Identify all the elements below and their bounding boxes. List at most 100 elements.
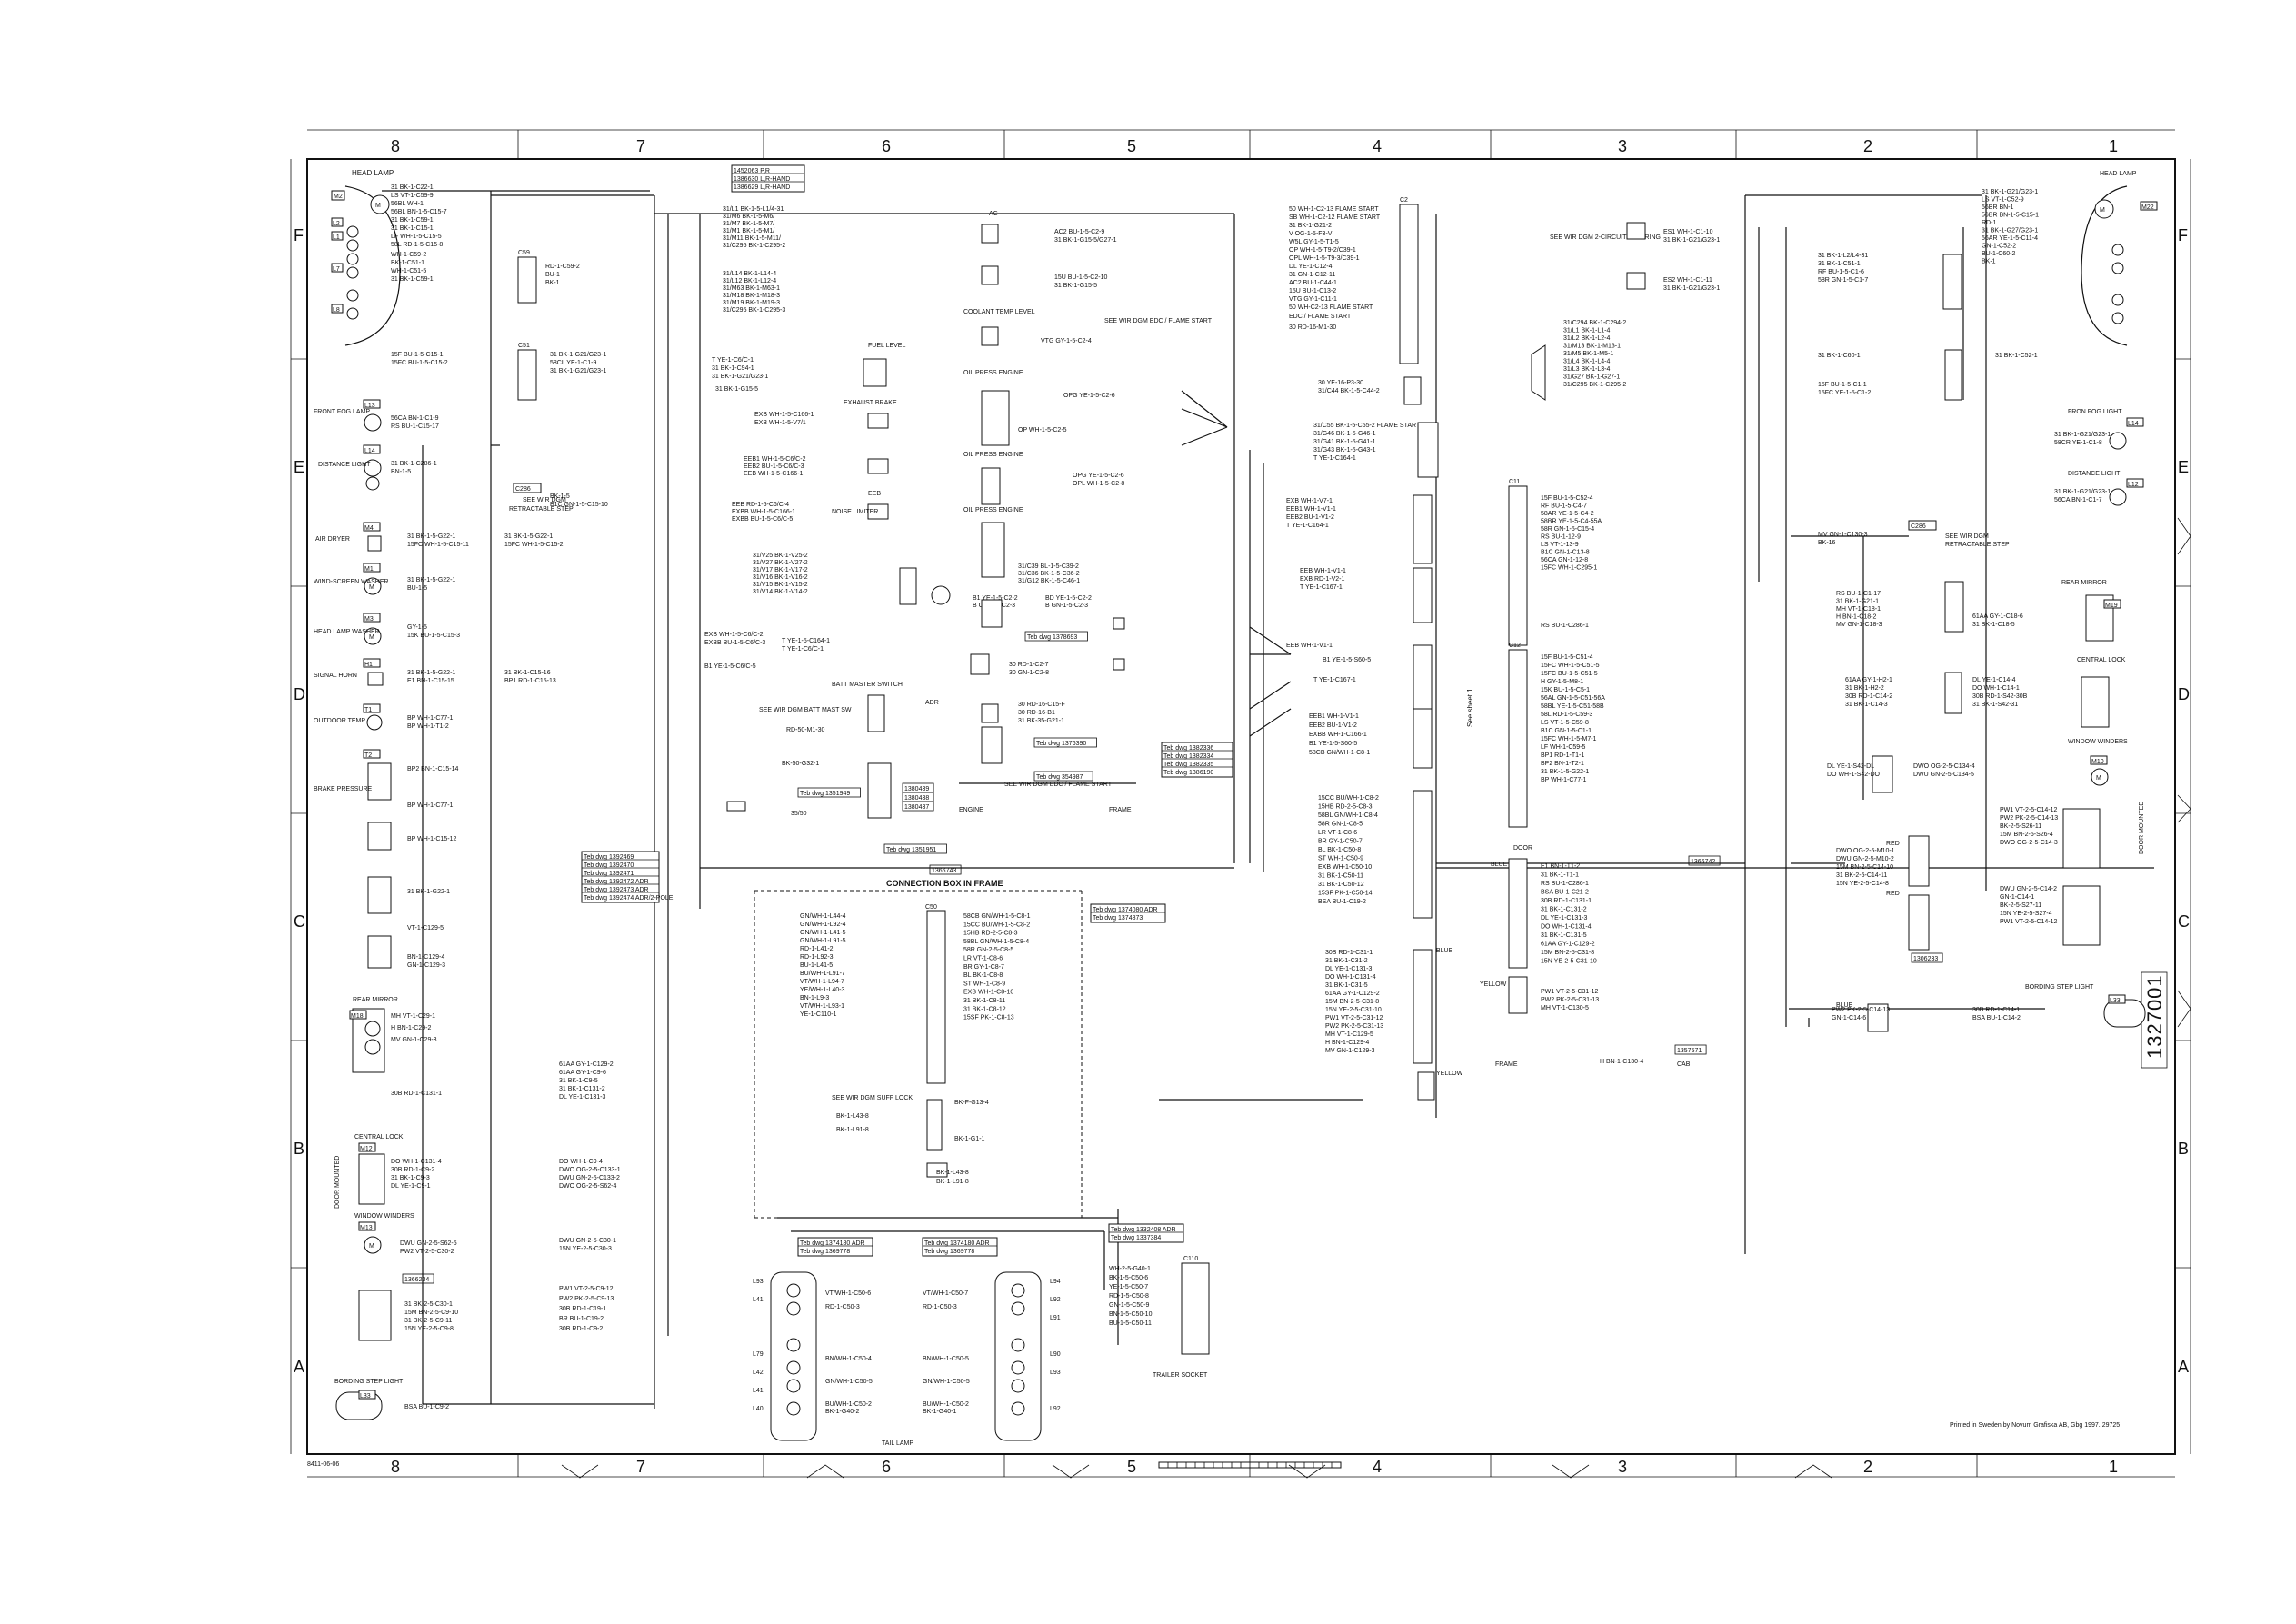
svg-text:L13: L13 (364, 403, 375, 409)
wire-label: 56BL BN-1-5-C15-7 (391, 209, 447, 215)
svg-text:REAR MIRROR: REAR MIRROR (353, 997, 398, 1003)
wire-label: RD-1-C50-3 (825, 1304, 860, 1310)
wire-label: B1C GN-1-5-C1-1 (1541, 728, 1592, 734)
tail-wire-labels: VT/WH-1-C50-6RD-1-C50-3BN/WH-1-C50-4GN/W… (825, 1290, 970, 1415)
wire-label: 31 BK-2-5-C14-11 (1836, 872, 1887, 879)
wire-label: 31/M63 BK-1-M63-1 (723, 285, 780, 292)
ref-number: Teb dwg 1351951 (886, 847, 936, 853)
wire-label: OP WH-1-5-T9-2/C39-1 (1289, 247, 1356, 254)
svg-text:L33: L33 (2110, 998, 2121, 1004)
wire-label: PW2 PK-2-5-C9-13 (559, 1296, 614, 1302)
wire-label: 31/V25 BK-1-V25-2 (753, 553, 808, 559)
svg-text:OIL PRESS ENGINE: OIL PRESS ENGINE (963, 370, 1023, 376)
zone-col-8: 8 (391, 137, 400, 155)
wire-label: 31/L12 BK-1-L12-4 (723, 278, 776, 284)
wire-label: DL YE-1-C131-3 (1325, 966, 1372, 972)
wire-label: GN-1-C129-3 (407, 962, 445, 969)
wire-label: 30 RD-16-C15-F (1018, 702, 1065, 708)
svg-text:FUEL LEVEL: FUEL LEVEL (868, 343, 905, 349)
wire-label: 31 BK-1-G21/G23-1 (712, 374, 768, 380)
wire-label: 31/M1 BK-1-5-M1/ (723, 228, 774, 234)
ref-entry: Teb dwg 1374180 ADR (924, 1240, 990, 1247)
wire-label: 31 BK-1-G21/G23-1 (1982, 189, 2038, 195)
wire-label: BU/WH-1-C50-2 (923, 1401, 969, 1408)
wire-label: GN/WH-1-L44-4 (800, 913, 846, 920)
wire-label: DWU GN-2-5-C134-5 (1913, 772, 1974, 778)
wire-label: RD-50-M1-30 (786, 727, 825, 733)
wire-label: 31/G41 BK-1-5-G41-1 (1313, 439, 1376, 445)
wire-label: MH VT-1-C129-5 (1325, 1031, 1373, 1038)
svg-text:M13: M13 (360, 1225, 373, 1231)
svg-text:C2: C2 (1400, 197, 1408, 204)
wire-label: 56CA BN-1-C1-9 (391, 415, 439, 422)
wire-label: 15U BU-1-C13-2 (1289, 288, 1336, 294)
wire-label: LS VT-1-5-C59-8 (1541, 720, 1589, 726)
wire-label: 31/M6 BK-1-5-M6/ (723, 214, 774, 220)
wire-label: GN-1-5-C50-9 (1109, 1302, 1149, 1309)
svg-text:BORDING STEP LIGHT: BORDING STEP LIGHT (334, 1379, 404, 1385)
svg-text:L33: L33 (360, 1393, 371, 1400)
svg-text:OIL PRESS ENGINE: OIL PRESS ENGINE (963, 507, 1023, 513)
wire-label: BU-1-C60-2 (1982, 251, 2015, 257)
wire-label: 35/50 (791, 811, 807, 817)
svg-text:M: M (375, 203, 381, 209)
wire-label: RF BU-1-5-C4-7 (1541, 503, 1587, 510)
svg-text:BATT MASTER SWITCH: BATT MASTER SWITCH (832, 682, 903, 688)
wire-label: 31 BK-1-C94-1 (712, 365, 754, 372)
wire-label: BK-1-5-C50-6 (1109, 1275, 1148, 1281)
wire-label: 31/L3 BK-1-L3-4 (1563, 366, 1610, 373)
wire-label: BU/WH-1-C50-2 (825, 1401, 872, 1408)
wire-label: DWO OG-2-5-C133-1 (559, 1167, 621, 1173)
wire-label: MV GN-1-C130-3 (1818, 532, 1868, 538)
svg-text:BORDING STEP LIGHT: BORDING STEP LIGHT (2025, 984, 2094, 991)
ref-entry: Teb dwg 1332408 ADR (1111, 1227, 1176, 1233)
wire-label: 31/C44 BK-1-5-C44-2 (1318, 388, 1380, 394)
svg-text:RED: RED (1886, 891, 1900, 897)
wire-label: 30B RD-1-C9-2 (391, 1167, 434, 1173)
trailer-wire-labels: WH-2-5-G40-1BK-1-5-C50-6YE-1-5-C50-7RD-1… (1109, 1266, 1153, 1327)
zone-row-C: C (294, 912, 305, 931)
wire-label: LR VT-1-C8-6 (963, 956, 1003, 962)
wire-label: GN/WH-1-C50-5 (825, 1379, 873, 1385)
wire-label: B1 YE-1-5-S60-5 (1323, 657, 1371, 663)
wire-label: 30B RD-1-C9-2 (559, 1326, 603, 1332)
wire-label: 15FC WH-1-C295-1 (1541, 565, 1597, 572)
zone-col-1-bottom: 1 (2109, 1458, 2118, 1476)
wire-label: 58BR YE-1-5-C4-55A (1541, 519, 1602, 525)
svg-text:AC: AC (989, 211, 998, 217)
svg-text:FRONT FOG LAMP: FRONT FOG LAMP (314, 409, 370, 415)
wire-label: BR GY-1-C50-7 (1318, 839, 1363, 845)
wire-label: 31/G27 BK-1-G27-1 (1563, 374, 1620, 381)
wire-label: BSA BU-1-C14-2 (1972, 1015, 2021, 1021)
wire-label: BSA BU-1-C21-2 (1541, 890, 1589, 896)
wire-label: 31 BK-1-G21/G23-1 (550, 368, 606, 374)
wire-label: BP WH-1-C77-1 (407, 715, 454, 722)
wire-label: EXBB BU-1-5-C6/C-3 (704, 640, 765, 646)
wire-label: DL YE-1-C9-1 (391, 1183, 431, 1190)
wire-label: 31/M5 BK-1-M5-1 (1563, 351, 1613, 357)
wire-label: 61AA GY-1-C129-2 (1541, 942, 1595, 948)
svg-text:ENGINE: ENGINE (959, 807, 983, 813)
svg-text:RED: RED (1886, 841, 1900, 847)
svg-text:M: M (369, 634, 374, 641)
wire-label: EXBB WH-1-C166-1 (1309, 732, 1367, 738)
printed-note: Printed in Sweden by Novum Grafiska AB, … (1950, 1422, 2120, 1429)
wire-label: 31 BK-1-C9-3 (391, 1175, 430, 1181)
wire-label: 31 BK-1-C8-12 (963, 1006, 1006, 1012)
zone-row-B: B (294, 1140, 304, 1158)
wire-label: GN/WH-1-L41-5 (800, 930, 846, 936)
svg-text:OIL PRESS ENGINE: OIL PRESS ENGINE (963, 452, 1023, 458)
wire-label: 31 BK-1-5-G22-1 (504, 533, 553, 540)
wire-label: MV GN-1-C29-3 (391, 1037, 437, 1043)
wire-label: ST WH-1-C50-9 (1318, 856, 1363, 862)
ref-number: 1380439 (904, 786, 929, 792)
wire-label: BSA BU-1-C19-2 (1318, 899, 1366, 905)
wire-label: DWO OG-2-5-C14-3 (2000, 840, 2058, 846)
wire-label: DWO OG-2-5-M10-1 (1836, 848, 1895, 854)
wire-label: 61AA GY-1-H2-1 (1845, 677, 1892, 683)
wire-label: 15F BU-1-5-C1-1 (1818, 382, 1867, 388)
svg-text:L41: L41 (753, 1388, 764, 1394)
wire-label: 15N YE-2-5-C31-10 (1541, 959, 1597, 965)
wire-label: EEB WH-1-V1-1 (1286, 643, 1333, 649)
